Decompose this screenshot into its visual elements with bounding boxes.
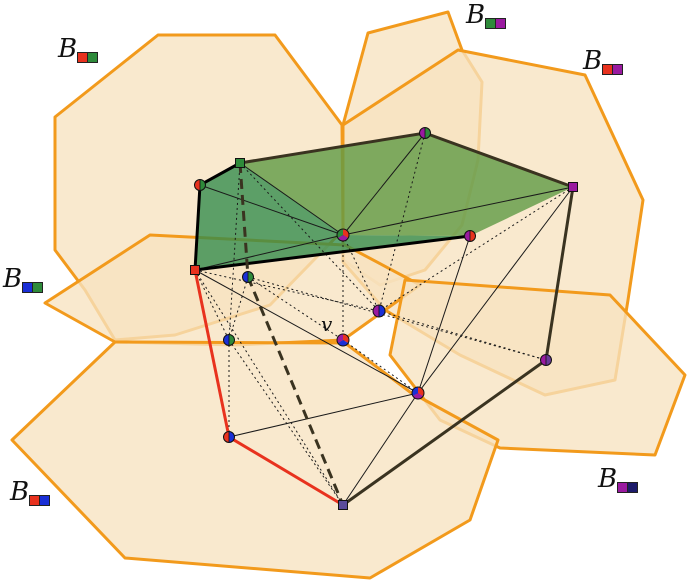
vertex-v bbox=[336, 333, 350, 347]
dashed-edge-left bbox=[238, 162, 250, 278]
vertex-tri-2 bbox=[411, 386, 425, 400]
mesh-edges bbox=[194, 132, 574, 506]
swatch-navy bbox=[627, 482, 639, 493]
swatch-purple bbox=[612, 64, 624, 75]
dashed-edge-diagonal bbox=[246, 276, 345, 506]
vertex-tri-1 bbox=[336, 228, 350, 242]
vertex-label-v: v bbox=[321, 312, 333, 336]
vertex-square-navy bbox=[338, 500, 348, 510]
vertex-red-green-1 bbox=[194, 179, 206, 191]
swatch-blue bbox=[39, 495, 51, 506]
vertex-blue-green bbox=[242, 271, 254, 283]
region-red-blue bbox=[10, 340, 500, 580]
vertex-square-green bbox=[235, 158, 245, 168]
thick-edge-top bbox=[194, 234, 471, 272]
swatch-purple bbox=[495, 18, 507, 29]
vertex-square-red bbox=[190, 265, 200, 275]
label-b-green-purple: B bbox=[466, 2, 507, 29]
vertex-red-purple bbox=[464, 230, 476, 242]
vertex-blue-green-2 bbox=[223, 334, 235, 346]
label-b-red-green: B bbox=[58, 36, 99, 63]
hidden-edges bbox=[194, 132, 574, 506]
vertex-purple-navy bbox=[540, 354, 552, 366]
label-b-red-blue: B bbox=[10, 479, 51, 506]
label-b-blue-green: B bbox=[3, 266, 44, 293]
swatch-green bbox=[32, 282, 44, 293]
label-b-purple-navy: B bbox=[598, 466, 639, 493]
vertices bbox=[190, 127, 578, 510]
vertex-green-purple bbox=[419, 127, 431, 139]
label-b-red-purple: B bbox=[583, 48, 624, 75]
swatch-green bbox=[87, 52, 99, 63]
vertex-blue-purple bbox=[372, 304, 386, 318]
green-face-top bbox=[240, 133, 573, 236]
vertex-square-purple bbox=[568, 182, 578, 192]
vertex-red-blue bbox=[223, 431, 235, 443]
